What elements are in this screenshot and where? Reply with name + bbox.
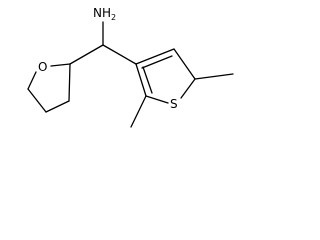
amine-hydrogen-count: 2 [111,13,116,22]
bond-methyl-c5 [194,73,234,80]
oxolane-oxygen-label: O [38,60,47,74]
bond-thiophene-s-c2 [145,95,169,104]
bond-central-to-oxolane [69,44,104,65]
bond-central-to-thiophene [102,44,137,65]
bond-oxolane-c2-o [50,63,71,67]
bond-oxolane-c3-c2 [68,63,71,102]
bond-thiophene-c3-c4 [135,48,175,65]
amine-nitrogen-label: N [93,6,102,20]
bond-thiophene-c2-c3-inner [142,66,153,94]
bond-thiophene-c3-c4-inner [141,55,173,69]
bond-thiophene-c4-c5 [173,48,196,80]
bond-oxolane-c5-c4 [27,88,47,113]
molecule-structure-diagram: N H 2 O S [27,6,234,128]
bond-thiophene-c5-s [180,78,196,99]
bond-oxolane-c4-c3 [45,100,70,113]
bond-oxolane-o-c5 [27,71,37,90]
thiophene-sulfur-label: S [170,97,178,111]
bond-thiophene-c2-c3 [135,63,147,97]
bond-methyl-c2 [130,95,147,128]
amine-hydrogen-label: H [102,6,111,20]
